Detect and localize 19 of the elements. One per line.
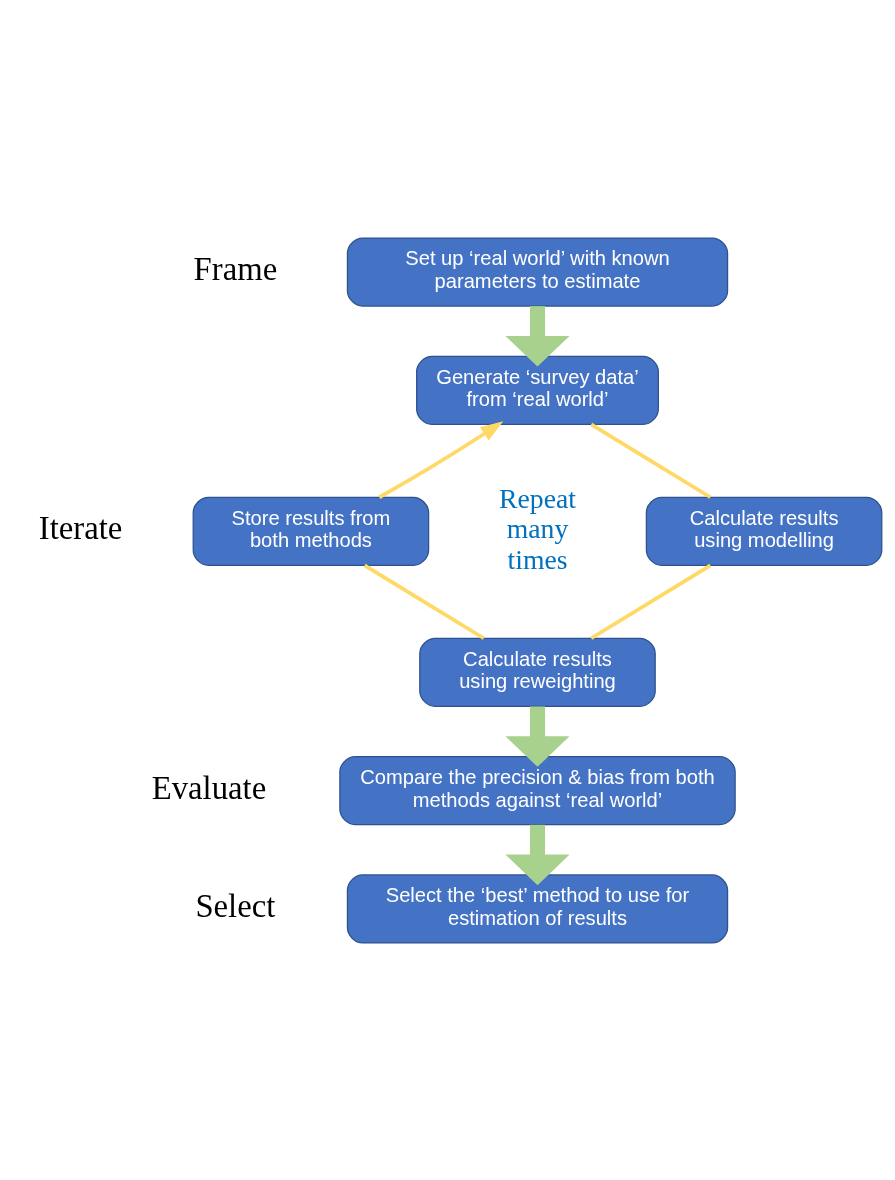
node-box: Calculate results using reweighting [419, 637, 656, 707]
node-box: Store results from both methods [192, 496, 430, 566]
label: Repeat many times [499, 482, 576, 575]
node-box: Select the ‘best’ method to use for estimation of results [346, 873, 729, 944]
label: Frame [193, 250, 278, 287]
connector [590, 563, 712, 640]
label: Evaluate [151, 769, 267, 806]
arrow [505, 705, 570, 767]
connector [590, 422, 712, 499]
label: Select [195, 887, 276, 924]
arrow [505, 305, 570, 367]
node-box: Calculate results using modelling [645, 496, 883, 566]
arrow [505, 824, 570, 885]
node-box: Compare the precision & bias from both methods against ‘real world’ [339, 755, 736, 825]
node-box: Set up ‘real world’ with known parameters to estimate [346, 236, 729, 307]
node-box: Generate ‘survey data’ from ‘real world’ [416, 355, 659, 425]
arrow [378, 420, 504, 499]
label: Iterate [38, 509, 123, 546]
connector [363, 563, 485, 640]
